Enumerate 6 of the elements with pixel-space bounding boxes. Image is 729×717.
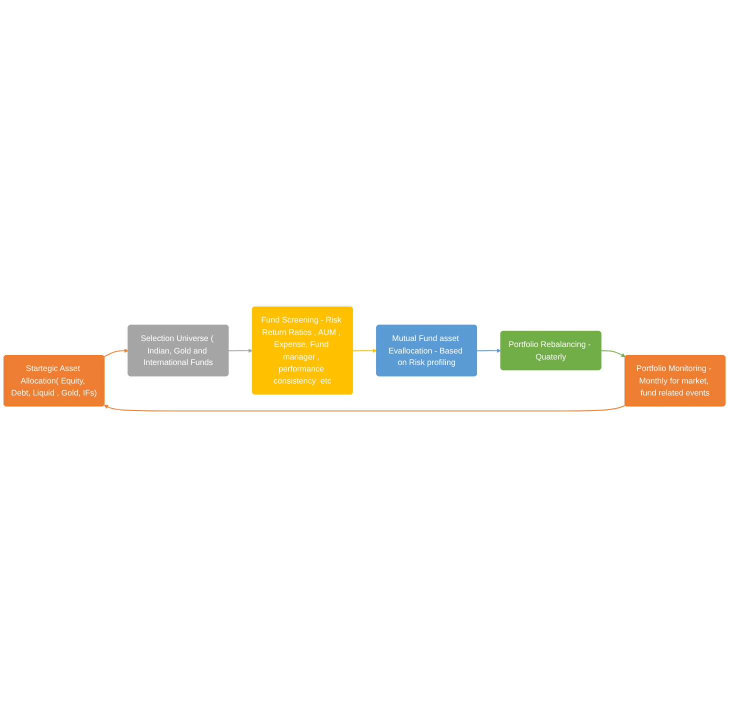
arrow xyxy=(104,348,128,357)
arrow xyxy=(352,348,377,352)
arrow xyxy=(600,350,626,357)
arrow xyxy=(476,348,502,352)
arrow xyxy=(228,348,253,352)
arrow xyxy=(104,404,626,412)
